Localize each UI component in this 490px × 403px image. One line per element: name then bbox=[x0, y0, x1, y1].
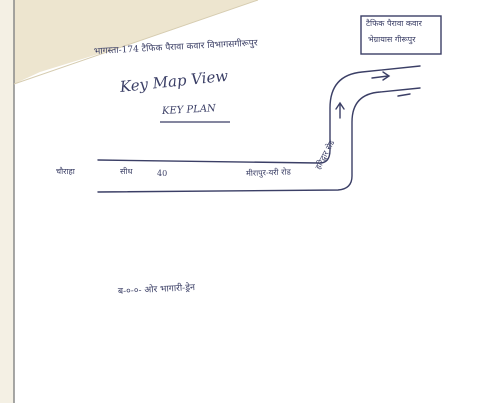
distance-label: 40 bbox=[157, 169, 168, 178]
road-edge-upper bbox=[97, 65, 421, 164]
direction-arrow-2 bbox=[335, 101, 345, 119]
direction-arrow bbox=[371, 71, 391, 81]
road-start-label: सीध bbox=[120, 167, 133, 176]
left-place-label: चौराहा bbox=[56, 167, 75, 176]
road-edge-lower bbox=[97, 87, 421, 193]
stamp-line-2: भेग्रायास गीरूपुर bbox=[368, 35, 416, 44]
direction-arrow-3 bbox=[397, 93, 411, 97]
stamp-line-1: टैफिक पैरावा कवार bbox=[366, 19, 422, 28]
road-name-label: मीरापुर-यरी रोड bbox=[245, 167, 291, 178]
stamp-box bbox=[360, 15, 442, 55]
